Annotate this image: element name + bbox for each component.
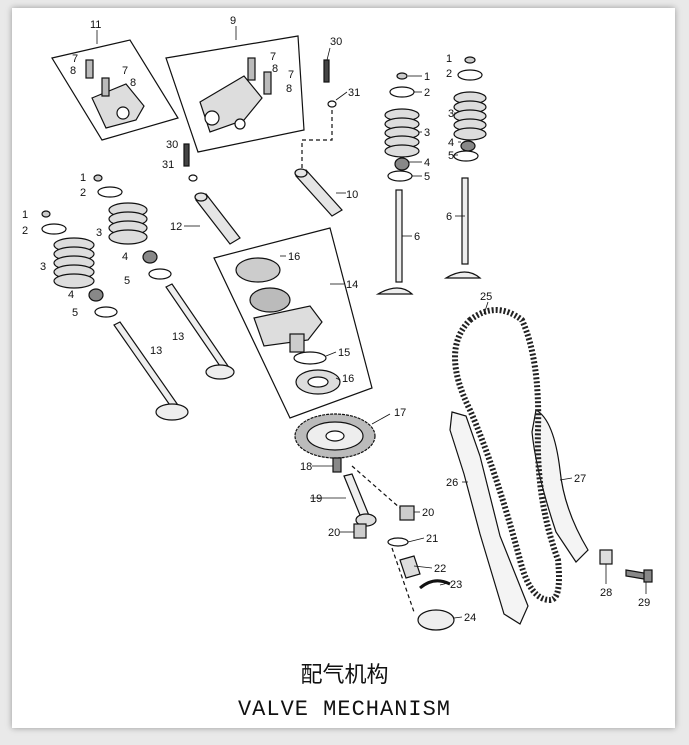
callout-5a: 5: [424, 171, 430, 183]
callout-20a: 20: [422, 507, 434, 519]
callout-13a: 13: [172, 331, 184, 343]
callout-1a: 1: [424, 71, 430, 83]
guide-bolts: [599, 549, 653, 583]
valve-assembly-right-b: [443, 56, 487, 279]
callout-8b: 8: [130, 77, 136, 89]
callout-6b: 6: [446, 211, 452, 223]
title-chinese: 配气机构: [300, 663, 389, 688]
callout-24: 24: [464, 612, 476, 624]
rocker-arm-box-9: [165, 35, 305, 153]
callout-1c: 1: [80, 172, 86, 184]
rocker-shafts: [194, 168, 343, 245]
callout-30b: 30: [166, 139, 178, 151]
callout-7b: 7: [122, 65, 128, 77]
title-english: VALVE MECHANISM: [237, 697, 452, 722]
callout-10: 10: [346, 189, 358, 201]
callout-8c: 8: [272, 63, 278, 75]
leader-lines: [96, 26, 647, 619]
callout-26: 26: [446, 477, 458, 489]
callout-14: 14: [346, 279, 358, 291]
callout-5b: 5: [448, 150, 454, 162]
callout-29: 29: [638, 597, 650, 609]
callout-22: 22: [434, 563, 446, 575]
callout-3d: 3: [40, 261, 46, 273]
callout-31a: 31: [348, 87, 360, 99]
callout-8a: 8: [70, 65, 76, 77]
callout-4d: 4: [68, 289, 74, 301]
callout-5d: 5: [72, 307, 78, 319]
callout-7c: 7: [270, 51, 276, 63]
callout-4a: 4: [424, 157, 430, 169]
callout-9: 9: [230, 15, 236, 27]
callout-4b: 4: [448, 137, 454, 149]
valve-assembly-right-a: [375, 72, 420, 295]
valve-assembly-center-left: [93, 174, 235, 380]
callout-3c: 3: [96, 227, 102, 239]
timing-chain-25: [452, 307, 562, 604]
callout-23: 23: [450, 579, 462, 591]
camshaft-box-14: [213, 227, 373, 419]
valve-assembly-left: [41, 210, 189, 421]
callout-28: 28: [600, 587, 612, 599]
callout-3a: 3: [424, 127, 430, 139]
callout-25: 25: [480, 291, 492, 303]
callout-5c: 5: [124, 275, 130, 287]
callout-3b: 3: [448, 108, 454, 120]
callout-18: 18: [300, 461, 312, 473]
callout-6a: 6: [414, 231, 420, 243]
callout-16a: 16: [288, 251, 300, 263]
callout-27: 27: [574, 473, 586, 485]
diagram-frame: [12, 8, 675, 728]
tensioner-parts: [332, 457, 455, 631]
callout-2d: 2: [22, 225, 28, 237]
rocker-arm-box-11: [51, 39, 179, 141]
callout-16b: 16: [342, 373, 354, 385]
callout-1d: 1: [22, 209, 28, 221]
callout-2a: 2: [424, 87, 430, 99]
chain-guides: [449, 409, 589, 625]
callout-4c: 4: [122, 251, 128, 263]
callout-2b: 2: [446, 68, 452, 80]
cam-sprocket-17: [294, 413, 376, 459]
callout-15: 15: [338, 347, 350, 359]
callout-labels: 11 9 7 8 7 8 7 8 7 8 30 31 30 31 10 12 1…: [22, 15, 650, 624]
callout-21: 21: [426, 533, 438, 545]
callout-17: 17: [394, 407, 406, 419]
callout-7d: 7: [288, 69, 294, 81]
callout-7a: 7: [72, 53, 78, 65]
callout-30a: 30: [330, 36, 342, 48]
callout-20b: 20: [328, 527, 340, 539]
callout-13b: 13: [150, 345, 162, 357]
callout-12: 12: [170, 221, 182, 233]
bolts-30-31: [183, 59, 337, 182]
callout-8d: 8: [286, 83, 292, 95]
callout-11: 11: [90, 19, 101, 31]
callout-2c: 2: [80, 187, 86, 199]
callout-1b: 1: [446, 53, 452, 65]
callout-31b: 31: [162, 159, 174, 171]
callout-19: 19: [310, 493, 322, 505]
